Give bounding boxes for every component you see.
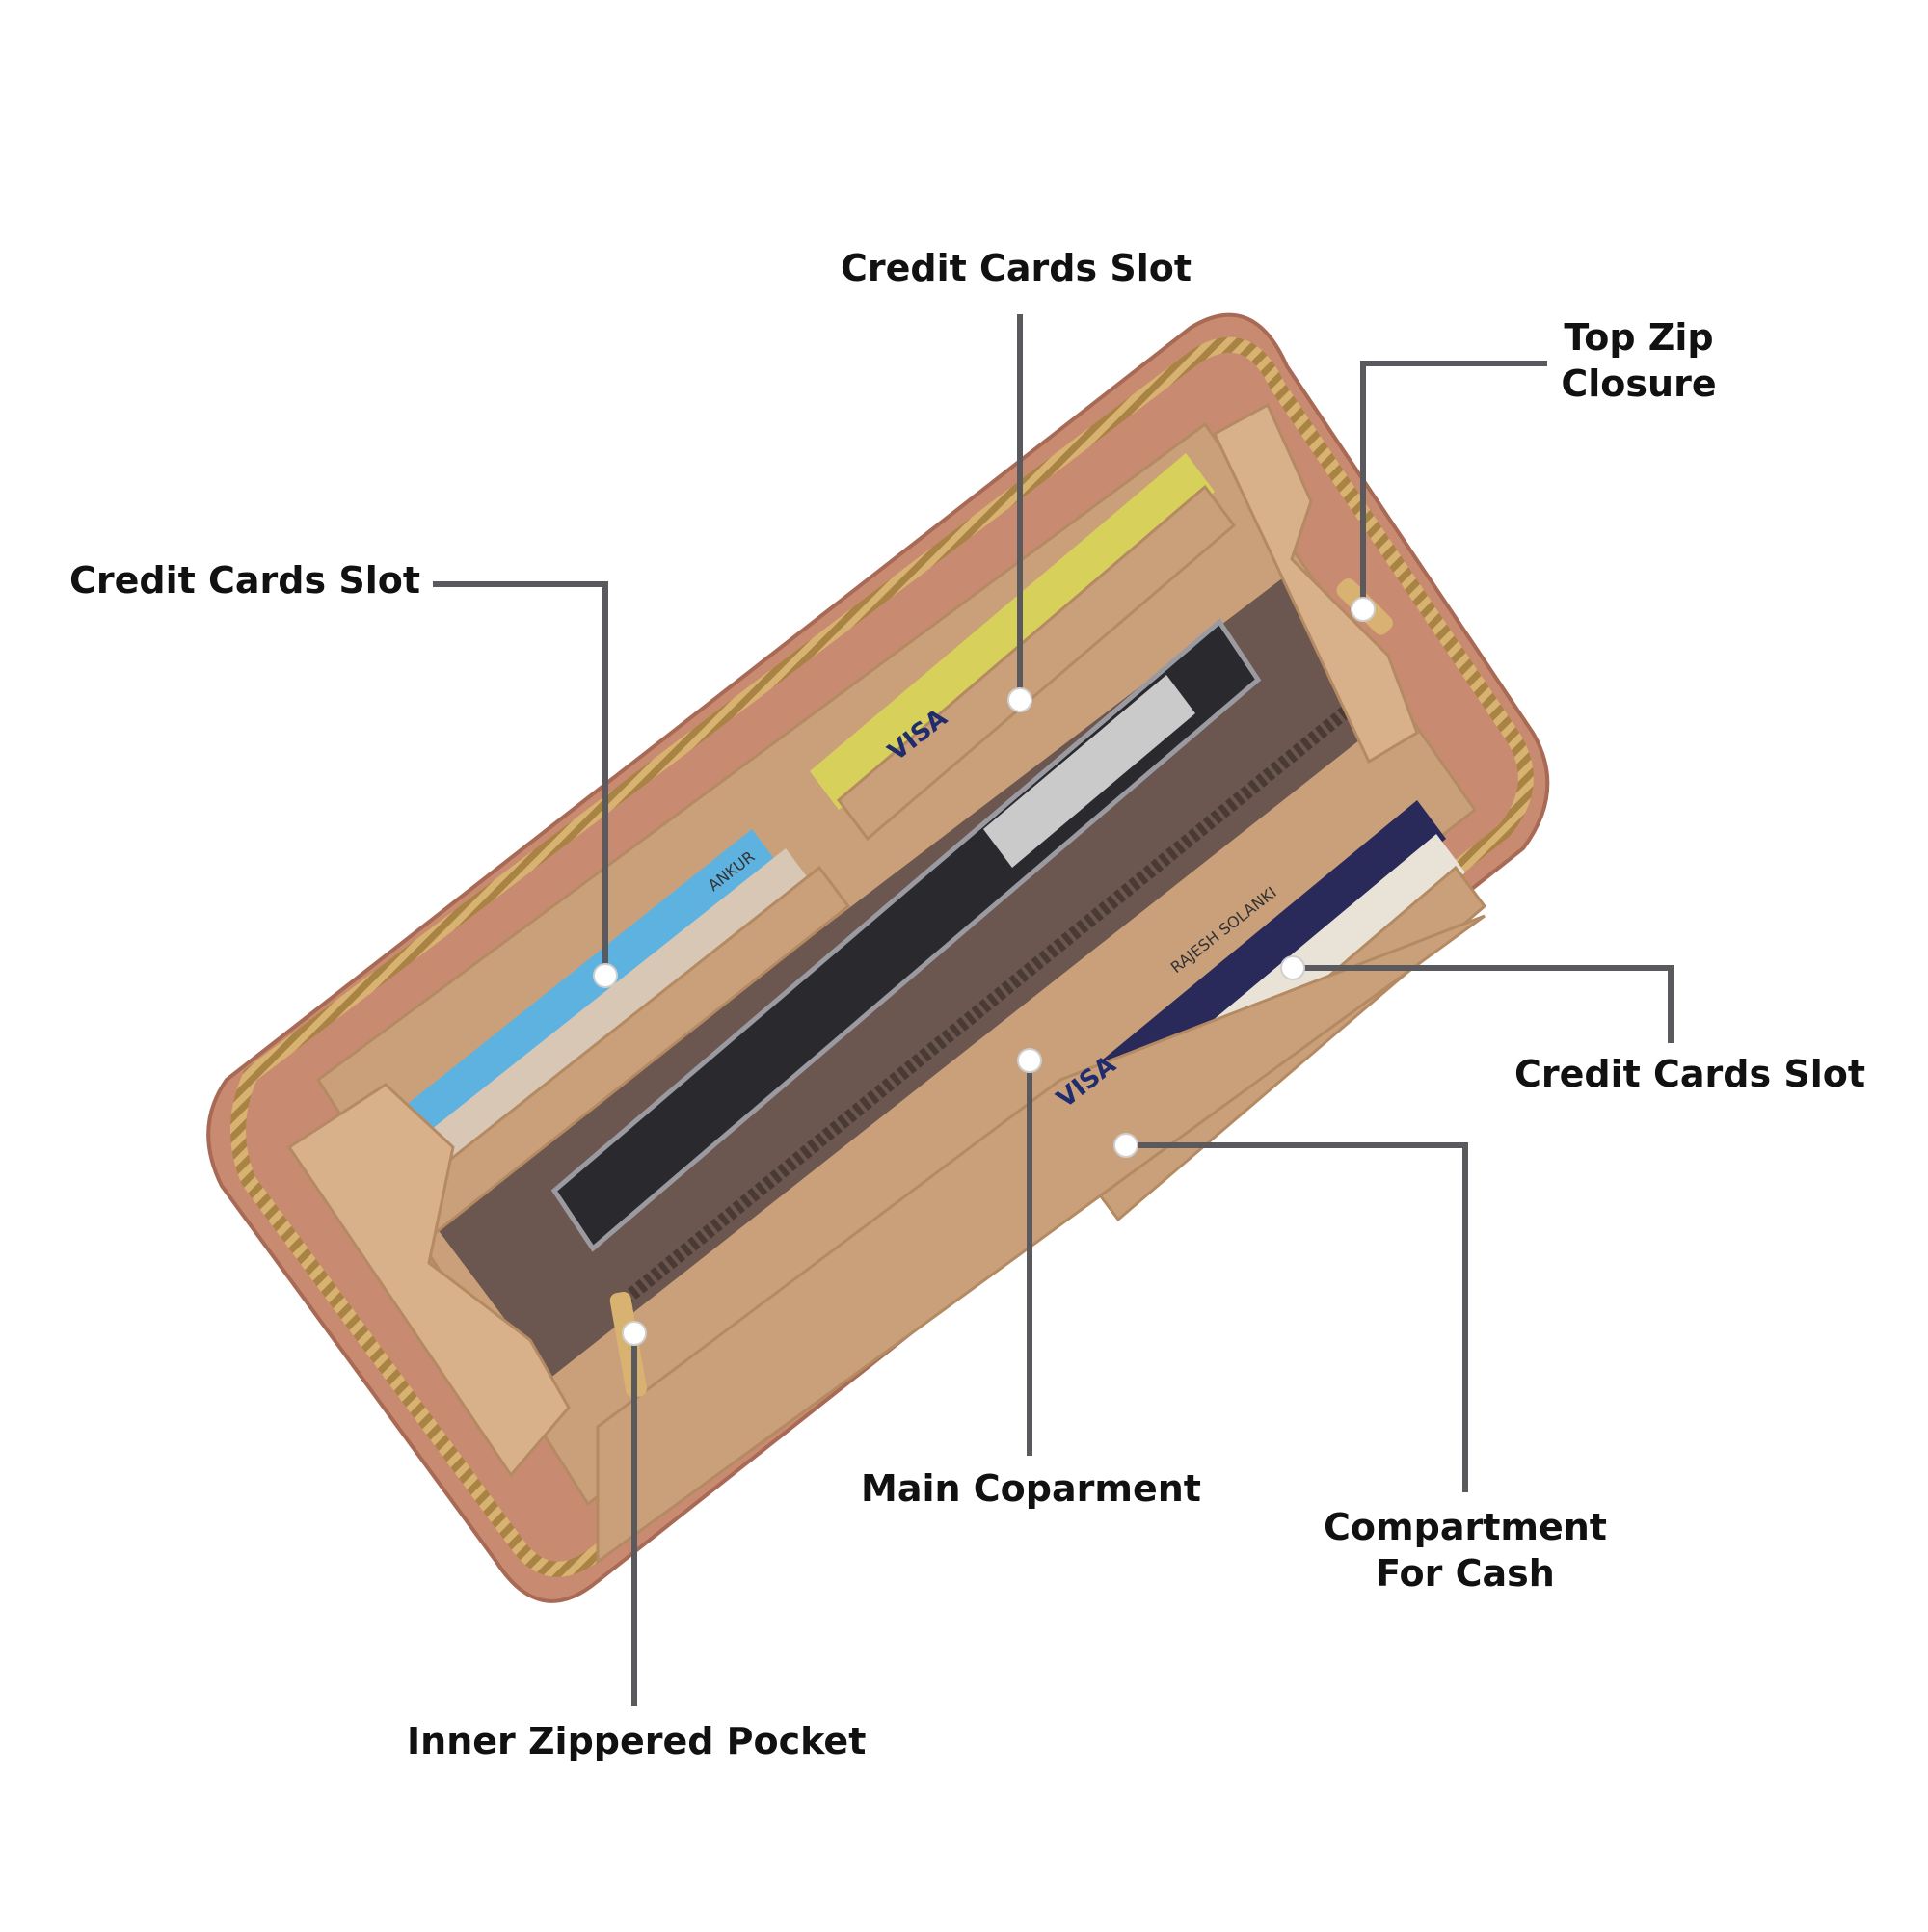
label-cash-line-1: Compartment xyxy=(1324,1506,1607,1548)
inner-zipper-pull xyxy=(609,1291,647,1398)
phone-screen-glare xyxy=(983,675,1195,868)
leader-credit-left xyxy=(433,581,608,976)
marker-credit-left xyxy=(593,963,618,988)
label-cash-line-2: For Cash xyxy=(1376,1552,1555,1595)
leader-top-zip xyxy=(1360,361,1547,609)
marker-credit-right xyxy=(1280,955,1305,980)
label-top-zip-line-2: Closure xyxy=(1561,362,1717,405)
cash-compartment xyxy=(596,914,1486,1565)
right-gusset xyxy=(1213,402,1419,765)
label-top-zip-line-1: Top Zip xyxy=(1564,316,1714,359)
marker-cash xyxy=(1113,1133,1138,1158)
label-credit-cards-slot-top: Credit Cards Slot xyxy=(841,247,1192,289)
marker-credit-top xyxy=(1007,687,1032,712)
label-credit-cards-slot-left: Credit Cards Slot xyxy=(69,559,421,602)
marker-main xyxy=(1017,1048,1042,1073)
leader-credit-right xyxy=(1293,965,1674,1043)
marker-dots xyxy=(593,597,1376,1346)
marker-top-zip xyxy=(1351,597,1376,622)
label-compartment-for-cash: Compartment For Cash xyxy=(1321,1504,1610,1597)
left-gusset xyxy=(286,1083,571,1478)
inner-zipper xyxy=(612,703,1354,1312)
label-top-zip-closure: Top Zip Closure xyxy=(1539,314,1739,407)
left-card-slots xyxy=(323,829,851,1237)
label-credit-cards-slot-right: Credit Cards Slot xyxy=(1514,1053,1866,1095)
leader-cash xyxy=(1126,1142,1468,1492)
leader-lines xyxy=(433,314,1674,1706)
label-main-coparment: Main Coparment xyxy=(861,1467,1201,1510)
label-inner-zippered-pocket: Inner Zippered Pocket xyxy=(407,1720,867,1762)
top-card-slots xyxy=(810,453,1237,842)
marker-inner xyxy=(622,1321,647,1346)
zipper-track xyxy=(230,336,1534,1577)
